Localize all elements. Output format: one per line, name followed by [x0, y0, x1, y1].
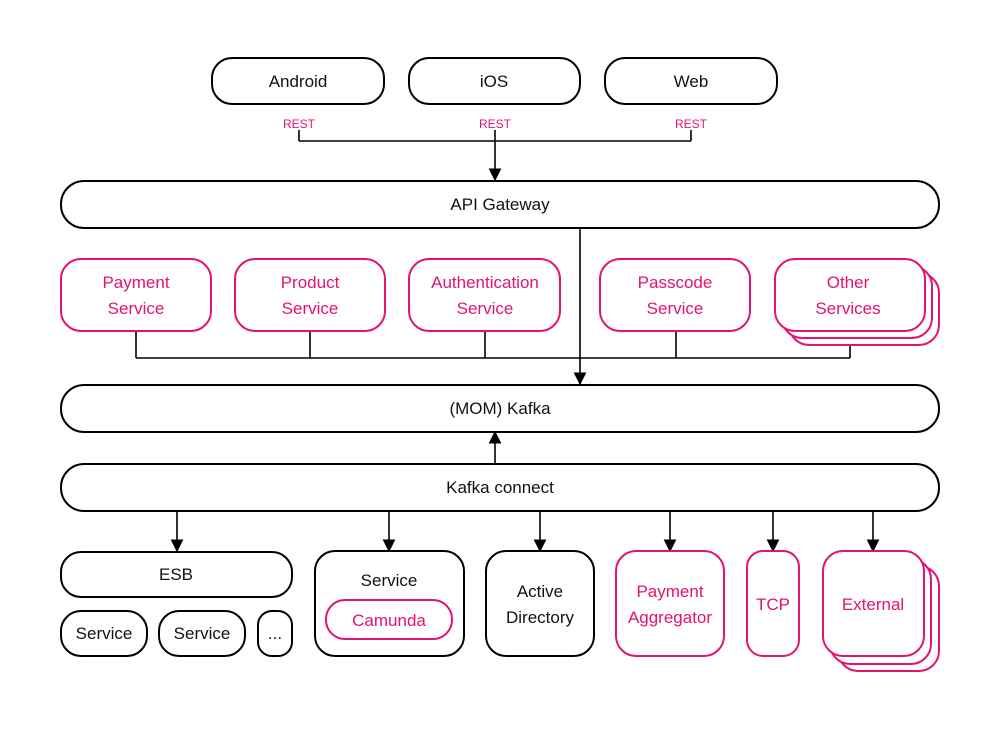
esb-more: ... — [257, 610, 293, 657]
esb-label: ESB — [159, 565, 193, 584]
client-android: Android — [211, 57, 385, 105]
other-services-stack: Other Services — [774, 258, 940, 346]
camunda-label: Camunda — [352, 611, 426, 630]
product-service-label-line1: Product — [281, 273, 340, 292]
passcode-service-label-line2: Service — [647, 299, 704, 318]
api-gateway: API Gateway — [60, 180, 940, 229]
esb-service-1: Service — [60, 610, 148, 657]
product-service-label-line2: Service — [282, 299, 339, 318]
payment-aggregator: Payment Aggregator — [615, 550, 725, 657]
passcode-service: Passcode Service — [599, 258, 751, 332]
other-services-stack-front — [774, 258, 926, 332]
api-gateway-label: API Gateway — [450, 195, 550, 214]
payment-service-label-line2: Service — [108, 299, 165, 318]
other-services-label-line2: Services — [815, 299, 880, 318]
kafka-bus: (MOM) Kafka — [60, 384, 940, 433]
other-services-label-line1: Other — [827, 273, 870, 292]
passcode-service-label-line1: Passcode — [638, 273, 713, 292]
payment-service-label-line1: Payment — [102, 273, 169, 292]
external-stack-front — [822, 550, 925, 657]
ios-rest-label: REST — [479, 117, 512, 131]
client-ios-label: iOS — [480, 72, 508, 91]
product-service: Product Service — [234, 258, 386, 332]
client-web-label: Web — [674, 72, 709, 91]
payment-aggregator-label-line1: Payment — [636, 582, 703, 601]
active-directory-label-line1: Active — [517, 582, 563, 601]
authentication-service: Authentication Service — [408, 258, 561, 332]
external-stack: External — [822, 550, 940, 672]
payment-aggregator-label-line2: Aggregator — [628, 608, 712, 627]
esb-service-1-label: Service — [76, 624, 133, 643]
external-label: External — [842, 595, 904, 614]
service-group: Service Camunda — [314, 550, 465, 657]
tcp-label: TCP — [756, 595, 790, 614]
active-directory: Active Directory — [485, 550, 595, 657]
client-ios: iOS — [408, 57, 581, 105]
camunda-box — [325, 599, 453, 640]
tcp: TCP — [746, 550, 800, 657]
esb-service-2-label: Service — [174, 624, 231, 643]
active-directory-label-line2: Directory — [506, 608, 575, 627]
esb: ESB — [60, 551, 293, 598]
authentication-service-label-line1: Authentication — [431, 273, 539, 292]
kafka-connect-label: Kafka connect — [446, 478, 554, 497]
authentication-service-label-line2: Service — [457, 299, 514, 318]
esb-service-2: Service — [158, 610, 246, 657]
payment-service: Payment Service — [60, 258, 212, 332]
esb-more-label: ... — [268, 624, 282, 643]
client-web: Web — [604, 57, 778, 105]
service-group-label: Service — [361, 571, 418, 590]
web-rest-label: REST — [675, 117, 708, 131]
kafka-label: (MOM) Kafka — [449, 399, 551, 418]
android-rest-label: REST — [283, 117, 316, 131]
client-android-label: Android — [269, 72, 328, 91]
connectors — [135, 130, 880, 553]
kafka-connect: Kafka connect — [60, 463, 940, 512]
